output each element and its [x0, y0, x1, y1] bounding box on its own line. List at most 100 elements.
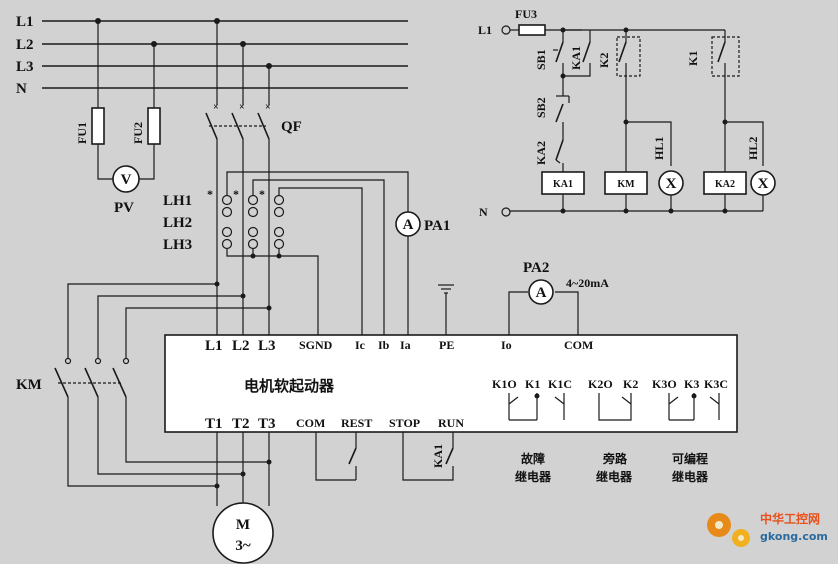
ct-polarity-2: * [233, 187, 239, 201]
ct-lh2-label: LH2 [163, 215, 192, 231]
lamp-hl2-label: HL2 [746, 137, 760, 160]
voltmeter-branch: FU1 FU2 V PV [75, 18, 161, 216]
fuse-fu3-label: FU3 [515, 7, 537, 21]
voltmeter-symbol: V [121, 172, 132, 188]
control-ka2-contact-label: KA2 [534, 141, 548, 165]
fuse-fu3 [518, 24, 546, 36]
terminal-io: Io [501, 338, 512, 352]
bus-label-l3: L3 [16, 59, 34, 75]
run-contact-label: KA1 [431, 444, 445, 468]
contactor-km: KM [16, 281, 272, 487]
motor-label-line1: M [236, 517, 250, 533]
terminal-sgnd: SGND [299, 338, 333, 352]
ct-polarity-3: * [259, 187, 265, 201]
terminal-stop: STOP [389, 416, 420, 430]
relay-group-program-line1: 可编程 [672, 451, 708, 466]
soft-starter: L1 L2 L3 SGND Ic Ib Ia PE Io COM 电机软起动器 … [164, 334, 738, 484]
breaker-qf: × × × QF [205, 18, 302, 335]
terminal-ia: Ia [400, 338, 411, 352]
fuse-fu1 [91, 107, 105, 145]
relay-group-program-line2: 继电器 [672, 469, 709, 484]
bus-label-l1: L1 [16, 14, 34, 30]
coil-km-label: KM [617, 179, 635, 190]
svg-text:×: × [213, 102, 219, 113]
ammeter-pa1-symbol: A [403, 217, 414, 233]
ammeter-pa1: A PA1 [395, 211, 450, 237]
control-sb2-label: SB2 [534, 97, 548, 118]
watermark: 中华工控网 gkong.com [707, 511, 828, 547]
pe-ground [438, 284, 454, 335]
terminal-com-bottom: COM [296, 416, 325, 430]
relay-terminal-k2o: K2O [588, 377, 613, 391]
svg-text:×: × [265, 102, 271, 113]
watermark-cn: 中华工控网 [760, 511, 820, 526]
ct-lh3-label: LH3 [163, 237, 192, 253]
relay-group-fault-line1: 故障 [521, 451, 545, 466]
terminal-ib: Ib [378, 338, 390, 352]
motor-circle [212, 502, 274, 564]
lamp-hl1-symbol: X [666, 176, 677, 192]
control-l1-label: L1 [478, 23, 492, 37]
terminal-rest: REST [341, 416, 372, 430]
lamp-hl1-label: HL1 [652, 137, 666, 160]
ct-polarity-1: * [207, 187, 213, 201]
soft-starter-box [164, 334, 738, 433]
terminal-run: RUN [438, 416, 464, 430]
lamp-hl2-symbol: X [758, 176, 769, 192]
relay-terminal-k1c: K1C [548, 377, 572, 391]
soft-starter-title: 电机软起动器 [244, 377, 335, 395]
relay-group-fault-line2: 继电器 [515, 469, 552, 484]
relay-terminal-k3o: K3O [652, 377, 677, 391]
control-n-label: N [479, 205, 488, 219]
ammeter-pa2-label: PA2 [523, 260, 549, 276]
ct-lh1-label: LH1 [163, 193, 192, 209]
gear-icon [707, 513, 750, 547]
coil-ka1-label: KA1 [553, 179, 573, 190]
fuse-fu2 [147, 107, 161, 145]
ammeter-pa2: A PA2 4~20mA [508, 260, 609, 335]
fuse-fu1-label: FU1 [75, 122, 89, 144]
control-circuit: L1 FU3 SB1 KA1 SB2 KA2 KA1 [478, 7, 776, 219]
ammeter-pa1-label: PA1 [424, 218, 450, 234]
relay-group-bypass-line1: 旁路 [602, 451, 628, 466]
terminal-com-top: COM [564, 338, 593, 352]
ammeter-pa2-range: 4~20mA [566, 276, 609, 290]
power-bus: L1 L2 L3 N [16, 14, 408, 97]
terminal-t1: T1 [205, 416, 223, 432]
relay-terminal-k3c: K3C [704, 377, 728, 391]
control-ka1-contact-label: KA1 [569, 46, 583, 70]
bus-label-l2: L2 [16, 37, 34, 53]
terminal-ic: Ic [355, 338, 366, 352]
svg-text:×: × [239, 102, 245, 113]
terminal-l2: L2 [232, 338, 250, 354]
control-k2-label: K2 [597, 53, 611, 68]
bus-label-n: N [16, 81, 27, 97]
fuse-fu2-label: FU2 [131, 122, 145, 144]
terminal-pe: PE [439, 338, 454, 352]
voltmeter-label: PV [114, 200, 134, 216]
terminal-l3: L3 [258, 338, 276, 354]
current-transformers: * * * LH1 LH2 LH3 [163, 171, 409, 335]
motor-label-line2: 3~ [235, 538, 251, 554]
contactor-label: KM [16, 377, 42, 393]
coil-ka2-label: KA2 [715, 179, 735, 190]
breaker-label: QF [281, 119, 302, 135]
relay-group-bypass-line2: 继电器 [596, 469, 633, 484]
terminal-t2: T2 [232, 416, 250, 432]
motor: M 3~ [212, 432, 274, 564]
control-sb1-label: SB1 [534, 49, 548, 70]
ammeter-pa2-circle [528, 279, 554, 305]
relay-terminal-k2: K2 [623, 377, 638, 391]
voltmeter [112, 165, 140, 193]
control-k1-label: K1 [686, 51, 700, 66]
relay-terminal-k1o: K1O [492, 377, 517, 391]
relay-terminal-k3: K3 [684, 377, 699, 391]
terminal-l1: L1 [205, 338, 223, 354]
relay-terminal-k1: K1 [525, 377, 540, 391]
ammeter-pa2-symbol: A [536, 285, 547, 301]
watermark-url: gkong.com [760, 530, 828, 543]
terminal-t3: T3 [258, 416, 276, 432]
ammeter-pa1-circle [395, 211, 421, 237]
